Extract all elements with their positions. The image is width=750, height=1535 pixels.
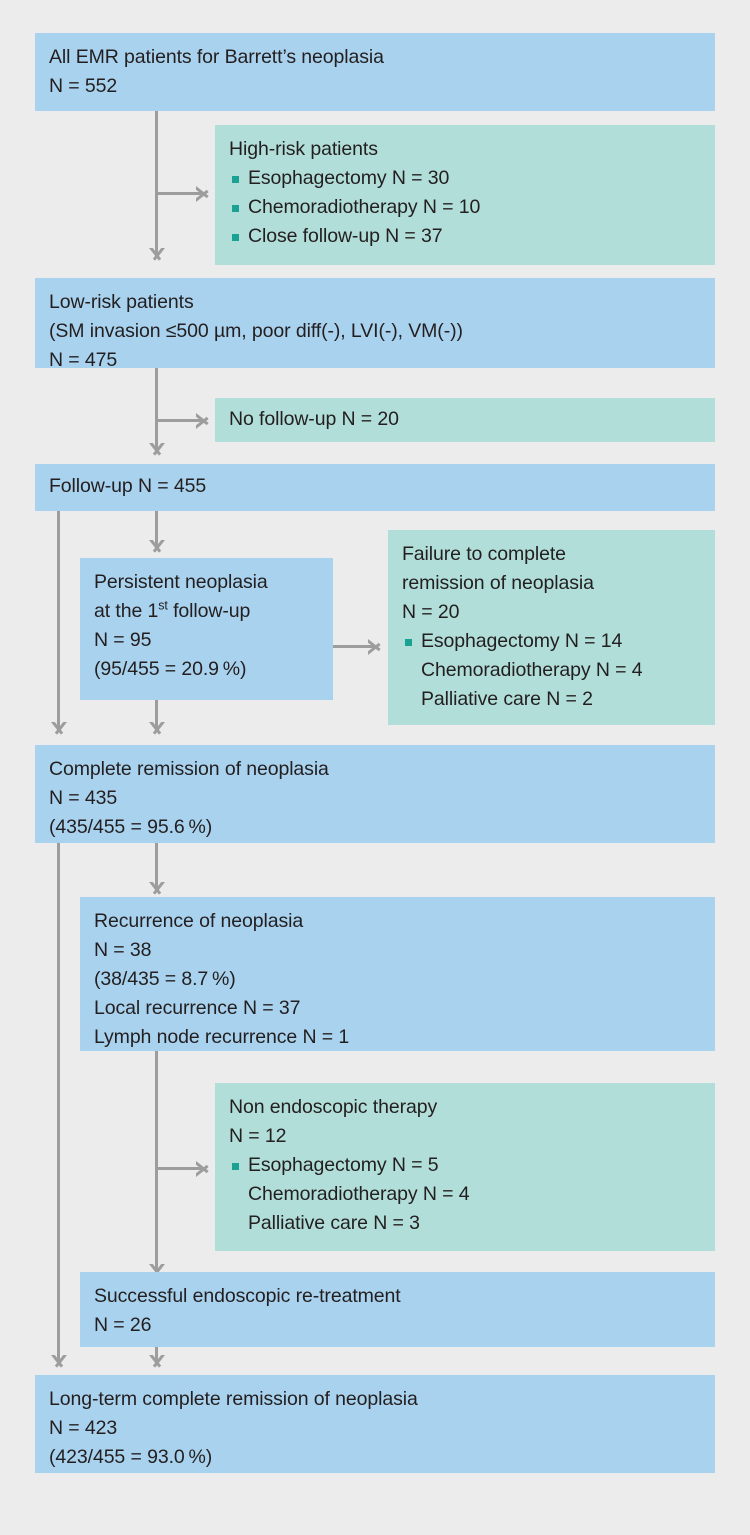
persistent-line-2: at the 1st follow-up bbox=[94, 597, 319, 626]
arrowhead-nofollowup bbox=[196, 411, 209, 431]
recurrence-line-1: Recurrence of neoplasia bbox=[94, 910, 304, 932]
failure-item-0: Esophagectomy N = 14 bbox=[402, 627, 701, 656]
arrowhead-bypass-complete-remission bbox=[49, 722, 69, 735]
arrowhead-nonendoscopic bbox=[196, 1159, 209, 1179]
arrowhead-lowrisk bbox=[147, 248, 167, 261]
arrowhead-longterm bbox=[147, 1355, 167, 1368]
node-recurrence-of-neoplasia[interactable]: Recurrence of neoplasia N = 38 (38/435 =… bbox=[80, 897, 715, 1051]
high-risk-item-2: Close follow-up N = 37 bbox=[229, 222, 701, 251]
persistent-line-2-pre: at the 1 bbox=[94, 600, 159, 622]
re-treatment-line-2: N = 26 bbox=[94, 1314, 152, 1336]
node-high-risk-patients[interactable]: High-risk patients Esophagectomy N = 30 … bbox=[215, 125, 715, 265]
connector-to-nonendoscopic bbox=[155, 1167, 205, 1170]
non-endoscopic-line-2: N = 12 bbox=[229, 1125, 287, 1147]
non-endoscopic-item-1: Chemoradiotherapy N = 4 bbox=[248, 1183, 470, 1205]
connector-persistent-to-failure bbox=[333, 645, 378, 648]
persistent-line-4: (95/455 = 20.9 %) bbox=[94, 658, 247, 680]
non-endoscopic-item-0: Esophagectomy N = 5 bbox=[229, 1151, 701, 1180]
low-risk-line-2: (SM invasion ≤500 µm, poor diff(-), LVI(… bbox=[49, 320, 463, 342]
node-non-endoscopic-therapy[interactable]: Non endoscopic therapy N = 12 Esophagect… bbox=[215, 1083, 715, 1251]
high-risk-heading: High-risk patients bbox=[229, 138, 378, 160]
long-term-line-1: Long-term complete remission of neoplasi… bbox=[49, 1388, 418, 1410]
connector-to-highrisk bbox=[155, 192, 205, 195]
node-successful-re-treatment[interactable]: Successful endoscopic re-treatment N = 2… bbox=[80, 1272, 715, 1347]
all-emr-line-2: N = 552 bbox=[49, 75, 118, 97]
node-all-emr-patients[interactable]: All EMR patients for Barrett’s neoplasia… bbox=[35, 33, 715, 111]
recurrence-line-2: N = 38 bbox=[94, 939, 152, 961]
connector-followup-bypass bbox=[57, 511, 60, 731]
failure-item-2: Palliative care N = 2 bbox=[421, 688, 593, 710]
node-failure-to-complete-remission[interactable]: Failure to complete remission of neoplas… bbox=[388, 530, 715, 725]
high-risk-item-1: Chemoradiotherapy N = 10 bbox=[229, 193, 701, 222]
long-term-line-3: (423/455 = 93.0 %) bbox=[49, 1446, 213, 1468]
complete-remission-line-1: Complete remission of neoplasia bbox=[49, 758, 329, 780]
arrowhead-bypass-longterm bbox=[49, 1355, 69, 1368]
node-long-term-complete-remission[interactable]: Long-term complete remission of neoplasi… bbox=[35, 1375, 715, 1473]
arrowhead-followup bbox=[147, 443, 167, 456]
low-risk-line-3: N = 475 bbox=[49, 349, 118, 371]
no-follow-up-line-1: No follow-up N = 20 bbox=[229, 408, 399, 430]
connector-lowrisk-to-followup bbox=[155, 368, 158, 452]
connector-followup-to-persistent bbox=[155, 511, 158, 549]
node-complete-remission[interactable]: Complete remission of neoplasia N = 435 … bbox=[35, 745, 715, 843]
connector-to-nofollowup bbox=[155, 419, 205, 422]
recurrence-line-4: Local recurrence N = 37 bbox=[94, 997, 301, 1019]
persistent-line-1: Persistent neoplasia bbox=[94, 571, 268, 593]
connector-allemr-to-lowrisk bbox=[155, 111, 158, 257]
node-follow-up[interactable]: Follow-up N = 455 bbox=[35, 464, 715, 511]
arrowhead-failure bbox=[368, 637, 381, 657]
persistent-ordinal-suffix: st bbox=[158, 598, 168, 613]
recurrence-line-3: (38/435 = 8.7 %) bbox=[94, 968, 236, 990]
arrowhead-highrisk bbox=[196, 184, 209, 204]
low-risk-line-1: Low-risk patients bbox=[49, 291, 194, 313]
failure-line-1: Failure to complete bbox=[402, 543, 566, 565]
high-risk-item-0: Esophagectomy N = 30 bbox=[229, 164, 701, 193]
failure-item-1: Chemoradiotherapy N = 4 bbox=[421, 659, 643, 681]
failure-line-2: remission of neoplasia bbox=[402, 572, 594, 594]
connector-complete-to-recurrence bbox=[155, 843, 158, 891]
all-emr-line-1: All EMR patients for Barrett’s neoplasia bbox=[49, 46, 384, 68]
non-endoscopic-line-1: Non endoscopic therapy bbox=[229, 1096, 438, 1118]
node-persistent-neoplasia[interactable]: Persistent neoplasia at the 1st follow-u… bbox=[80, 558, 333, 700]
arrowhead-complete-remission bbox=[147, 722, 167, 735]
complete-remission-line-3: (435/455 = 95.6 %) bbox=[49, 816, 213, 838]
follow-up-line-1: Follow-up N = 455 bbox=[49, 475, 207, 497]
node-low-risk-patients[interactable]: Low-risk patients (SM invasion ≤500 µm, … bbox=[35, 278, 715, 371]
arrowhead-persistent bbox=[147, 540, 167, 553]
persistent-line-3: N = 95 bbox=[94, 629, 152, 651]
connector-complete-bypass-longterm bbox=[57, 843, 60, 1363]
complete-remission-line-2: N = 435 bbox=[49, 787, 118, 809]
connector-persistent-to-complete bbox=[155, 700, 158, 732]
non-endoscopic-item-2: Palliative care N = 3 bbox=[248, 1212, 420, 1234]
node-no-follow-up[interactable]: No follow-up N = 20 bbox=[215, 398, 715, 442]
connector-retreatment-to-longterm bbox=[155, 1334, 158, 1364]
connector-recurrence-to-retreatment bbox=[155, 1051, 158, 1273]
persistent-line-2-post: follow-up bbox=[167, 600, 251, 622]
arrowhead-recurrence bbox=[147, 882, 167, 895]
re-treatment-line-1: Successful endoscopic re-treatment bbox=[94, 1285, 401, 1307]
failure-line-3: N = 20 bbox=[402, 601, 460, 623]
recurrence-line-5: Lymph node recurrence N = 1 bbox=[94, 1026, 350, 1048]
long-term-line-2: N = 423 bbox=[49, 1417, 118, 1439]
